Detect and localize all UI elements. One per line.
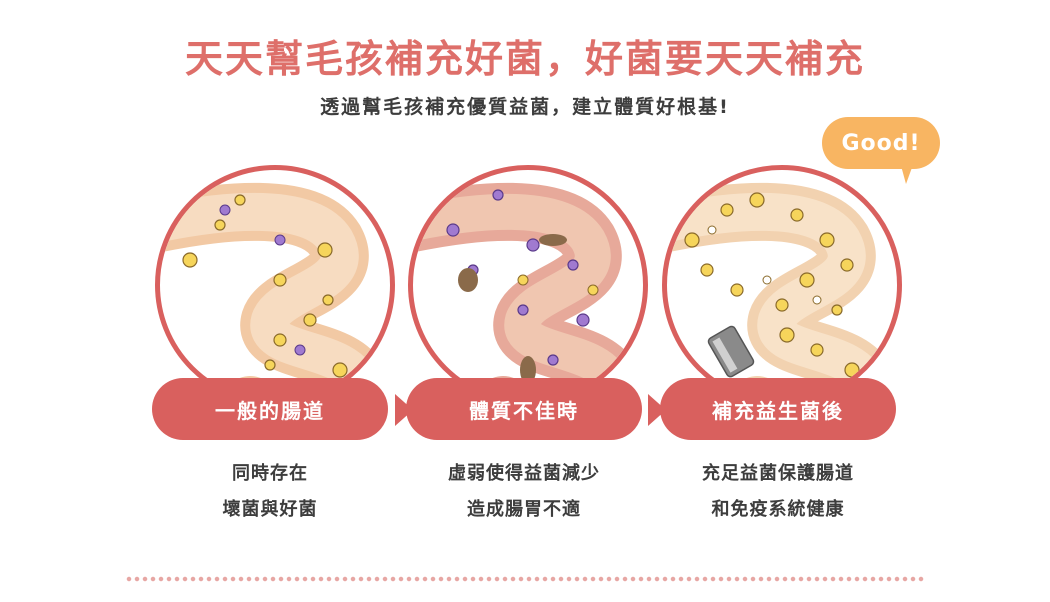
stage-desc-after: 充足益菌保護腸道 和免疫系統健康 <box>660 456 896 528</box>
desc-line: 和免疫系統健康 <box>711 499 845 520</box>
stage-desc-poor: 虛弱使得益菌減少 造成腸胃不適 <box>406 456 642 528</box>
normal-intestine-illustration <box>155 165 395 405</box>
good-speech-bubble: Good! <box>822 117 940 169</box>
dotted-divider <box>125 576 925 582</box>
stage-desc-normal: 同時存在 壞菌與好菌 <box>152 456 388 528</box>
desc-line: 造成腸胃不適 <box>467 499 581 520</box>
stage-label-normal: 一般的腸道 <box>152 378 388 440</box>
page-subtitle: 透過幫毛孩補充優質益菌，建立體質好根基! <box>320 96 730 118</box>
desc-line: 虛弱使得益菌減少 <box>448 463 600 484</box>
intestine-healthy-icon <box>667 182 896 400</box>
intestine-normal-icon <box>160 182 389 400</box>
stage-label-poor: 體質不佳時 <box>406 378 642 440</box>
desc-line: 壞菌與好菌 <box>222 499 318 520</box>
page-title: 天天幫毛孩補充好菌，好菌要天天補充 <box>184 37 865 81</box>
intestine-poor-icon <box>413 182 642 400</box>
desc-line: 充足益菌保護腸道 <box>702 463 854 484</box>
desc-line: 同時存在 <box>232 463 308 484</box>
poor-intestine-illustration <box>408 165 648 405</box>
stage-label-after: 補充益生菌後 <box>660 378 896 440</box>
probiotic-bottle-icon <box>707 325 755 378</box>
healthy-intestine-illustration <box>662 165 902 405</box>
